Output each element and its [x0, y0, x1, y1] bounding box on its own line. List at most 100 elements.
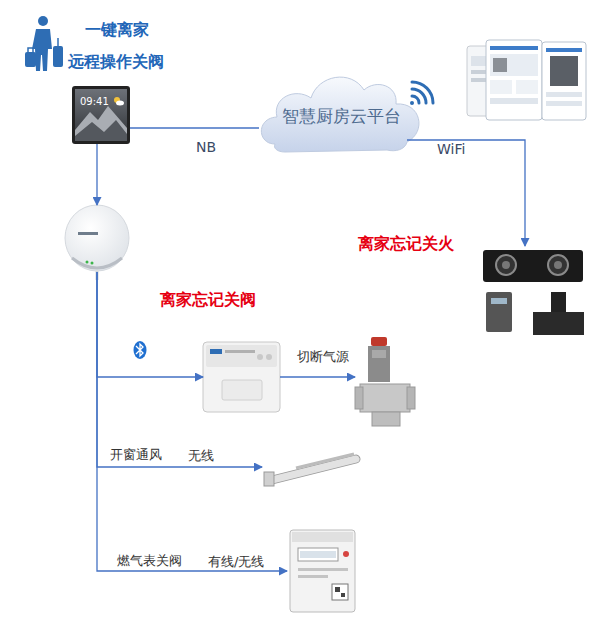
gateway-device-part — [65, 205, 129, 271]
node-heading: 智慧厨房云平台 — [255, 105, 428, 128]
shutoff-valve-part — [355, 387, 363, 409]
valve-controller-part — [257, 354, 263, 360]
gas-meter-part — [298, 548, 338, 561]
edge-label: 开窗通风 — [110, 446, 162, 464]
gas-meter-part — [292, 532, 353, 542]
gateway-device-part — [91, 262, 94, 265]
shutoff-valve — [355, 337, 415, 426]
kitchen-appliances-part — [533, 312, 584, 335]
app-screenshots-part — [490, 80, 512, 94]
meter-node — [287, 528, 357, 614]
wifi-icon-part — [410, 101, 414, 105]
wifi-icon-part — [412, 82, 433, 103]
valve-controller-part — [206, 345, 277, 367]
connector-line — [280, 376, 355, 377]
person-icon-part — [38, 16, 48, 26]
app-screenshots-part — [546, 101, 582, 106]
valve-controller-part — [222, 380, 262, 400]
gas-meter-part — [335, 587, 340, 592]
link-note: 无线 — [188, 447, 214, 465]
app-screenshots-part — [493, 58, 507, 72]
connector-line — [97, 272, 262, 467]
node-heading: 离家忘记关火 — [358, 234, 454, 255]
shutoff-valve-part — [368, 346, 390, 382]
wifi-icon-part — [412, 96, 419, 103]
valve-controller-part — [203, 342, 280, 412]
gas-meter-part — [341, 593, 345, 597]
node-heading: 离家忘记关阀 — [160, 290, 256, 311]
bluetooth-icon-part — [136, 344, 143, 356]
bluetooth-icon-part — [134, 341, 147, 359]
panel-node: 一键离家远程操作关阀 — [72, 86, 130, 144]
gateway-device — [65, 205, 129, 280]
shutoff-valve-part — [372, 350, 386, 358]
wifi-icon — [410, 82, 433, 105]
shutoff-valve-part — [371, 337, 387, 346]
smart-panel — [72, 86, 130, 144]
gas-meter-part — [290, 530, 355, 612]
valve-controller-part — [225, 350, 255, 353]
gas-meter-part — [298, 568, 348, 571]
person-icon-part — [53, 46, 63, 67]
link-note: 有线/无线 — [208, 553, 264, 571]
appliance-node: 离家忘记关火 — [478, 246, 586, 338]
gas-meter — [290, 530, 355, 612]
edge-label: 切断气源 — [297, 348, 349, 366]
app-screenshots-part — [550, 56, 578, 86]
gateway-device-part — [96, 271, 99, 280]
window-opener-part — [296, 454, 354, 468]
smart-panel-part — [75, 120, 127, 141]
kitchen-appliances-part — [548, 255, 568, 275]
kitchen-appliances-part — [551, 292, 566, 312]
kitchen-appliances-part — [483, 250, 583, 282]
kitchen-appliances-part — [496, 255, 516, 275]
gas-meter-part — [343, 551, 349, 557]
clock-text: 09:41 — [80, 96, 109, 107]
kitchen-appliances-part — [502, 261, 510, 269]
connector-line — [96, 144, 97, 205]
kitchen-appliances-part — [486, 292, 512, 332]
gateway-node — [65, 205, 130, 272]
valve-controller-part — [210, 349, 222, 354]
smart-panel-part — [72, 86, 130, 144]
app-screenshots-part — [516, 80, 538, 94]
opener-node — [262, 446, 360, 488]
edge-label: NB — [196, 139, 216, 155]
cloud-node: 智慧厨房云平台 — [255, 62, 428, 158]
gas-meter-part — [300, 551, 336, 558]
person-icon-part — [25, 52, 36, 67]
window-opener-part — [264, 472, 274, 486]
kitchen-appliances — [483, 250, 584, 335]
node-subheading: 远程操作关阀 — [68, 52, 164, 73]
gateway-device-part — [78, 232, 98, 235]
app-screenshots-part — [490, 54, 538, 76]
wifi-icon-part — [412, 89, 426, 103]
node-heading: 一键离家 — [85, 20, 149, 41]
gas-meter-part — [332, 584, 348, 600]
smart-panel-part — [116, 101, 124, 106]
person-icon-part — [57, 38, 59, 46]
kitchen-appliances-part — [554, 261, 562, 269]
app-screenshots — [467, 40, 586, 120]
app-screenshots-part — [542, 42, 586, 120]
controller-node: 离家忘记关阀 — [203, 342, 280, 412]
valve-controller-part — [266, 354, 272, 360]
connector-line — [407, 140, 525, 246]
kitchen-appliances-part — [491, 298, 507, 304]
app-screenshots-part — [490, 46, 538, 50]
connector-line — [97, 272, 287, 571]
app-screenshots-part — [486, 40, 542, 120]
app-screenshots-part — [490, 98, 538, 104]
person-icon-part — [28, 48, 33, 53]
valve-node — [355, 332, 417, 428]
smart-panel-part — [75, 106, 127, 141]
person-icon — [25, 16, 63, 71]
edge-label: WiFi — [437, 141, 465, 157]
window-opener — [264, 454, 356, 486]
shutoff-valve-part — [407, 387, 415, 409]
valve-controller — [203, 342, 280, 412]
gateway-device-part — [72, 258, 122, 268]
